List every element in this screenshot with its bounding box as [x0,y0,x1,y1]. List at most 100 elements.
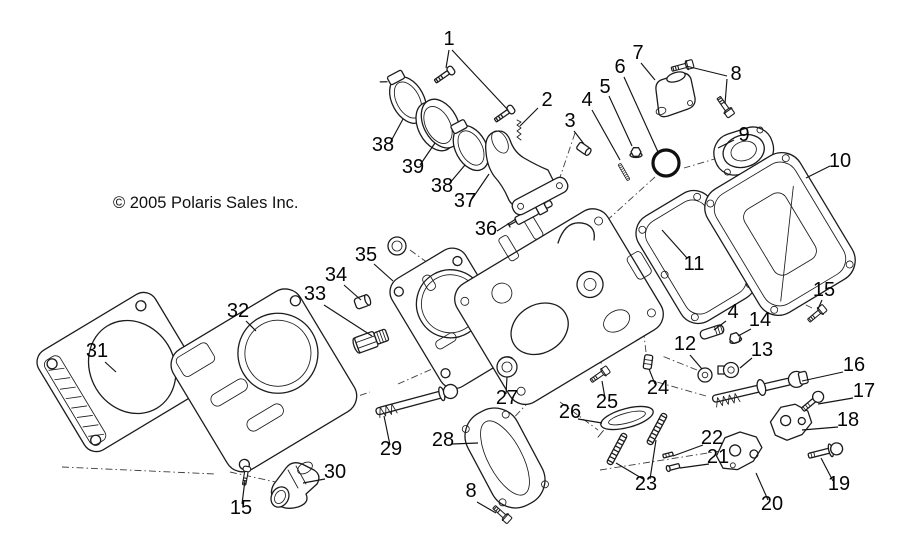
clamp2-drawing [450,119,490,172]
callout-11: 11 [684,253,705,275]
cylinder-head-drawing [454,208,664,406]
callout-1: 1 [443,28,454,50]
callout-31: 31 [86,340,108,362]
callout-leader-34 [343,284,362,301]
callout-38: 38 [372,134,394,156]
callout-leader-8 [476,501,497,514]
callout-leader-18 [801,426,839,431]
callout-36: 36 [475,218,497,240]
callout-28: 28 [432,429,454,451]
callout-leader-39 [419,142,436,166]
union-fitting-drawing [352,328,390,354]
callout-33: 33 [304,283,326,305]
callout-leader-12 [689,354,703,370]
cylinder-drawing [170,288,358,473]
callout-27: 27 [496,387,518,409]
flange-screw2-drawing [492,103,517,125]
callout-leader-23 [649,439,657,480]
bracket-bolt-drawing [807,442,844,459]
water-outlet-drawing [655,71,696,118]
callout-leader-25 [601,380,606,399]
callout-6: 6 [614,56,625,78]
callout-30: 30 [324,461,346,483]
callout-leader-8 [724,78,728,105]
valve-cover-drawing [704,152,856,316]
oil-seal-drawing [496,356,518,378]
callout-leader-20 [755,472,769,501]
callout-leader-10 [805,165,831,179]
callout-4: 4 [581,89,592,111]
callout-5: 5 [599,76,610,98]
plate-bolt-drawing [588,364,612,386]
callout-8: 8 [730,63,741,85]
base-gasket-drawing [36,291,204,453]
locating-pin-drawing [642,354,654,370]
callout-16: 16 [843,354,865,376]
callout-25: 25 [596,391,618,413]
callout-14: 14 [749,309,771,331]
dowel-plug-drawing [353,294,372,310]
callout-leader-23 [615,462,644,480]
callout-leader-1 [451,49,509,111]
callout-leader-36 [496,218,517,232]
callout-leader-21 [679,463,710,469]
callout-23: 23 [635,473,657,495]
callout-leader-27 [505,376,508,395]
ball-bolt-drawing [801,390,825,412]
callout-13: 13 [751,339,773,361]
manifold-ring-drawing [415,98,461,152]
callout-leader-16 [801,371,844,382]
callout-39: 39 [402,156,424,178]
callout-leader-9 [717,139,735,149]
callout-26: 26 [559,401,581,423]
cam-plate-drawing [597,405,654,438]
cap-nut-drawing [717,361,740,379]
callout-leader-28 [451,442,479,445]
small-stud-drawing [617,162,631,182]
callout-21: 21 [707,446,729,468]
callout-leader-19 [820,457,834,482]
cylinder-stud-drawing [605,431,629,467]
callout-leader-3 [573,130,585,145]
callout-leader-31 [104,361,117,373]
callout-3: 3 [564,110,575,132]
callout-leader-5 [608,95,633,147]
callout-18: 18 [837,409,859,431]
callout-leader-2 [519,107,539,127]
callout-leader-6 [623,76,659,153]
callout-24: 24 [647,377,669,399]
callout-17: 17 [853,380,875,402]
rocker-bracket-drawing [715,431,763,471]
callout-leader-1 [445,49,450,69]
callout-leader-7 [640,62,656,81]
callout-7: 7 [632,42,643,64]
hex-nut-drawing [629,147,643,159]
callout-leader-15 [817,299,823,310]
callout-leader-8 [685,65,728,77]
callout-38: 38 [431,175,453,197]
callout-leader-38 [389,118,404,144]
callout-leader-24 [648,368,656,385]
callout-leader-30 [302,478,326,484]
copyright-text: © 2005 Polaris Sales Inc. [113,194,299,212]
head-bolt-drawing [375,383,459,419]
callout-leader-38 [448,164,466,185]
callout-19: 19 [828,473,850,495]
valve-seal-drawing [697,367,713,383]
callout-37: 37 [454,190,476,212]
callout-8: 8 [465,480,476,502]
dowel-small-drawing [662,451,674,459]
callout-34: 34 [325,264,347,286]
cam-seal-drawing [387,236,407,256]
callout-leader-29 [383,415,391,446]
long-bolt-drawing [711,370,809,408]
intake-manifold-drawing [485,130,569,216]
dowel-pin-drawing [699,324,725,340]
callout-leader-4 [713,320,727,331]
flange-nut-drawing [729,332,743,345]
callout-leader-35 [373,263,394,282]
side-cover-gasket-drawing [461,407,549,509]
